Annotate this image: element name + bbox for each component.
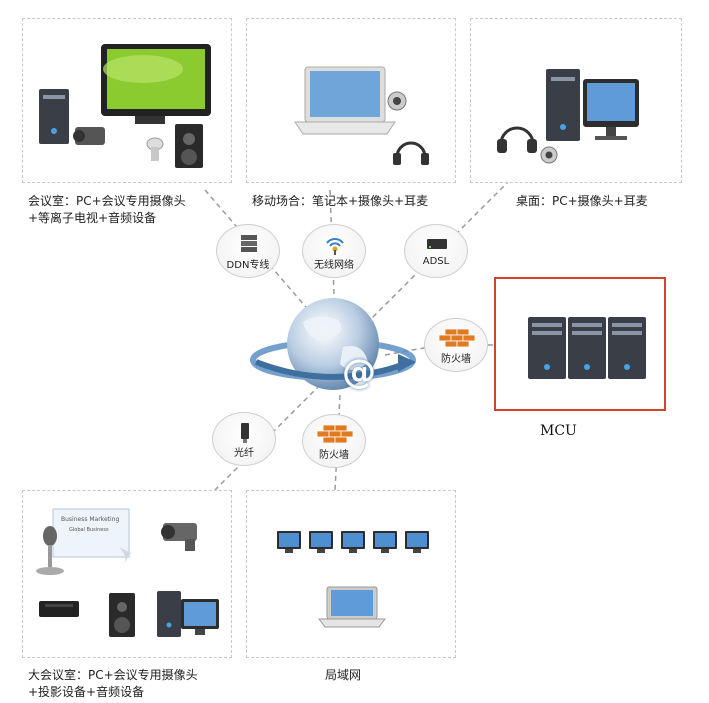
projector-text-line1: Business Marketing bbox=[61, 516, 119, 523]
mcu-label: MCU bbox=[540, 423, 577, 439]
node-adsl-label: ADSL bbox=[422, 256, 450, 267]
mcu-servers-illustration bbox=[528, 317, 646, 379]
desktop-devices-illustration bbox=[497, 69, 639, 164]
node-fiber-label: 光纤 bbox=[234, 448, 254, 459]
node-wireless: 无线网络 bbox=[302, 224, 366, 278]
caption-meeting-room-line2: +等离子电视+音频设备 bbox=[28, 211, 157, 225]
mobile-devices-illustration bbox=[294, 66, 429, 165]
node-firewall-right: 防火墙 bbox=[424, 318, 488, 372]
caption-lan: 局域网 bbox=[325, 667, 361, 684]
caption-meeting-room: 会议室：PC+会议专用摄像头 +等离子电视+音频设备 bbox=[28, 193, 186, 227]
internet-globe bbox=[250, 298, 416, 390]
caption-mobile-line1: 移动场合：笔记本+摄像头+耳麦 bbox=[252, 194, 429, 208]
wireless-icon bbox=[326, 238, 344, 255]
panel-lan bbox=[246, 490, 456, 658]
projector-text-line2: Global Business bbox=[69, 527, 109, 533]
node-ddn: DDN专线 bbox=[216, 224, 280, 278]
node-firewall-right-label: 防火墙 bbox=[441, 354, 471, 365]
at-symbol-icon: @ bbox=[342, 352, 376, 392]
panel-mobile bbox=[246, 18, 456, 183]
node-firewall-bottom: 防火墙 bbox=[302, 414, 366, 468]
node-wireless-label: 无线网络 bbox=[314, 260, 354, 271]
firewall-icon bbox=[438, 328, 476, 348]
modem-icon bbox=[427, 239, 447, 249]
caption-mobile: 移动场合：笔记本+摄像头+耳麦 bbox=[252, 193, 428, 210]
caption-large-meeting-room-line1: 大会议室：PC+会议专用摄像头 bbox=[28, 668, 198, 682]
large-meeting-room-devices-illustration: Business Marketing Global Business bbox=[36, 508, 219, 637]
node-ddn-label: DDN专线 bbox=[226, 260, 270, 271]
caption-desktop-line1: 桌面：PC+摄像头+耳麦 bbox=[516, 194, 648, 208]
meeting-room-devices-illustration bbox=[39, 44, 211, 168]
server-rack-icon bbox=[241, 235, 257, 252]
node-firewall-bottom-label: 防火墙 bbox=[319, 450, 349, 461]
fiber-connector-icon bbox=[241, 423, 249, 443]
panel-mcu bbox=[494, 277, 666, 411]
caption-lan-line1: 局域网 bbox=[325, 668, 362, 682]
firewall-icon bbox=[316, 424, 354, 444]
panel-meeting-room bbox=[22, 18, 232, 183]
node-fiber: 光纤 bbox=[212, 412, 276, 466]
caption-meeting-room-line1: 会议室：PC+会议专用摄像头 bbox=[28, 194, 186, 208]
node-adsl: ADSL bbox=[404, 224, 468, 278]
caption-desktop: 桌面：PC+摄像头+耳麦 bbox=[516, 193, 648, 210]
caption-large-meeting-room-line2: +投影设备+音频设备 bbox=[28, 685, 145, 699]
panel-large-meeting-room: Business Marketing Global Business bbox=[22, 490, 232, 658]
lan-devices-illustration bbox=[277, 531, 429, 628]
panel-desktop bbox=[470, 18, 682, 183]
caption-large-meeting-room: 大会议室：PC+会议专用摄像头 +投影设备+音频设备 bbox=[28, 667, 198, 701]
